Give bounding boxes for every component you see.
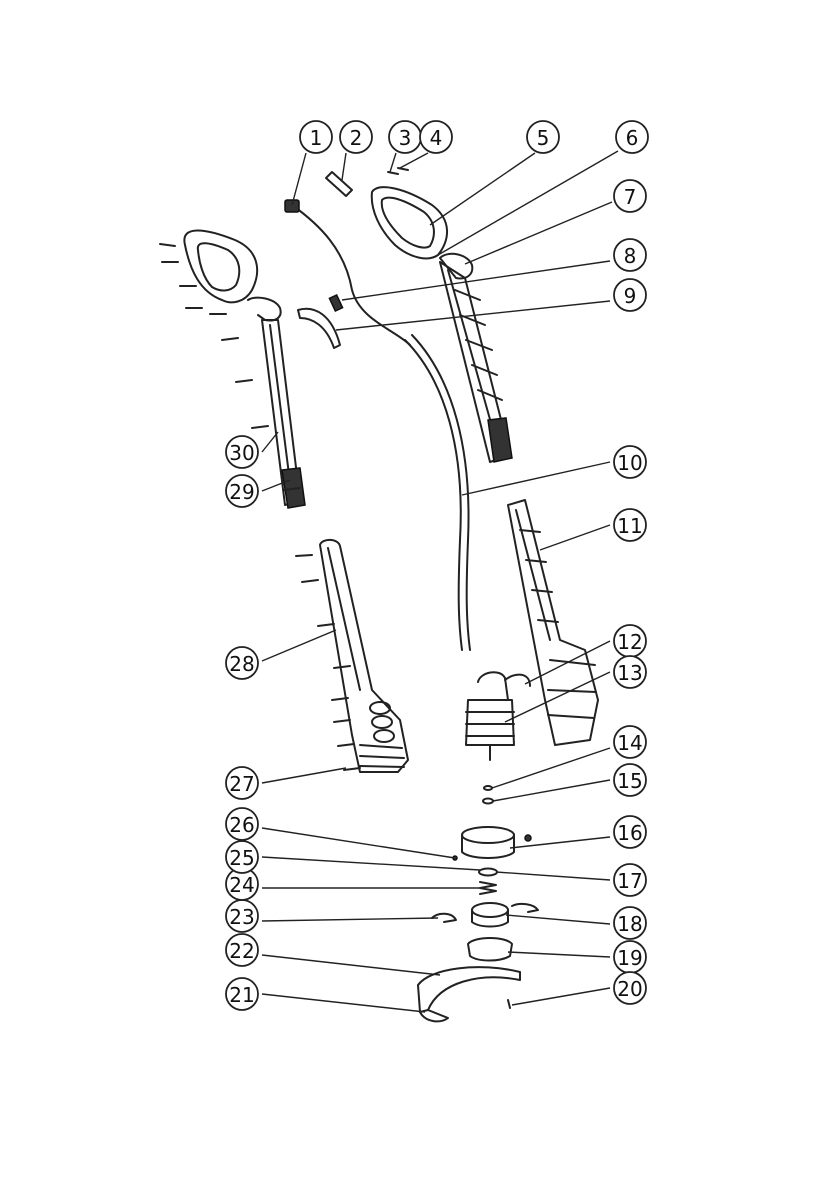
callout-7: 7 [614,180,646,212]
callout-6: 6 [616,121,648,153]
callout-3: 3 [389,121,421,153]
callout-20: 20 [614,972,646,1004]
callout-22: 22 [226,934,258,966]
callout-1: 1 [300,121,332,153]
switch-spring [329,295,342,311]
callout-number: 28 [229,652,254,676]
callout-number: 22 [229,939,254,963]
callout-number: 20 [617,977,642,1001]
callout-30: 30 [226,436,258,468]
callout-4: 4 [420,121,452,153]
callout-number: 19 [617,946,642,970]
callout-28: 28 [226,647,258,679]
callout-number: 3 [399,126,412,150]
callout-18: 18 [614,907,646,939]
callout-number: 10 [617,451,642,475]
callout-8: 8 [614,239,646,271]
safety-guard [418,967,520,1021]
callout-number: 16 [617,821,642,845]
callout-number: 29 [229,480,254,504]
callout-15: 15 [614,764,646,796]
callout-number: 24 [229,873,254,897]
callout-number: 18 [617,912,642,936]
callout-29: 29 [226,475,258,507]
callout-number: 15 [617,769,642,793]
callout-5: 5 [527,121,559,153]
callout-number: 9 [624,284,637,308]
callout-17: 17 [614,864,646,896]
callout-19: 19 [614,941,646,973]
callout-14: 14 [614,726,646,758]
right-motor-housing [508,500,598,745]
callout-number: 26 [229,813,254,837]
callout-number: 30 [229,441,254,465]
callout-number: 4 [430,126,443,150]
callout-9: 9 [614,279,646,311]
callout-number: 14 [617,731,642,755]
callout-number: 17 [617,869,642,893]
callout-13: 13 [614,656,646,688]
spool [472,903,538,927]
trigger-switch [298,309,340,348]
bolt [326,172,352,196]
callout-number: 2 [350,126,363,150]
callout-26: 26 [226,808,258,840]
spool-cap [468,938,512,961]
callout-11: 11 [614,509,646,541]
callout-number: 13 [617,661,642,685]
callout-number: 25 [229,846,254,870]
callout-21: 21 [226,978,258,1010]
callout-12: 12 [614,625,646,657]
callout-16: 16 [614,816,646,848]
callout-number: 8 [624,244,637,268]
callout-number: 1 [310,126,323,150]
cable-plug [285,200,299,212]
motor [466,672,530,760]
callout-23: 23 [226,900,258,932]
callout-number: 27 [229,772,254,796]
callout-number: 7 [624,185,637,209]
callout-number: 11 [617,514,642,538]
callout-number: 21 [229,983,254,1007]
callout-number: 5 [537,126,550,150]
main-shaft [405,340,462,650]
callout-27: 27 [226,767,258,799]
callout-2: 2 [340,121,372,153]
spool-housing [453,827,531,860]
callout-number: 6 [626,126,639,150]
callout-number: 23 [229,905,254,929]
left-motor-housing [320,540,408,772]
callout-25: 25 [226,841,258,873]
callout-number: 12 [617,630,642,654]
callout-10: 10 [614,446,646,478]
leader-lines [262,151,618,1012]
